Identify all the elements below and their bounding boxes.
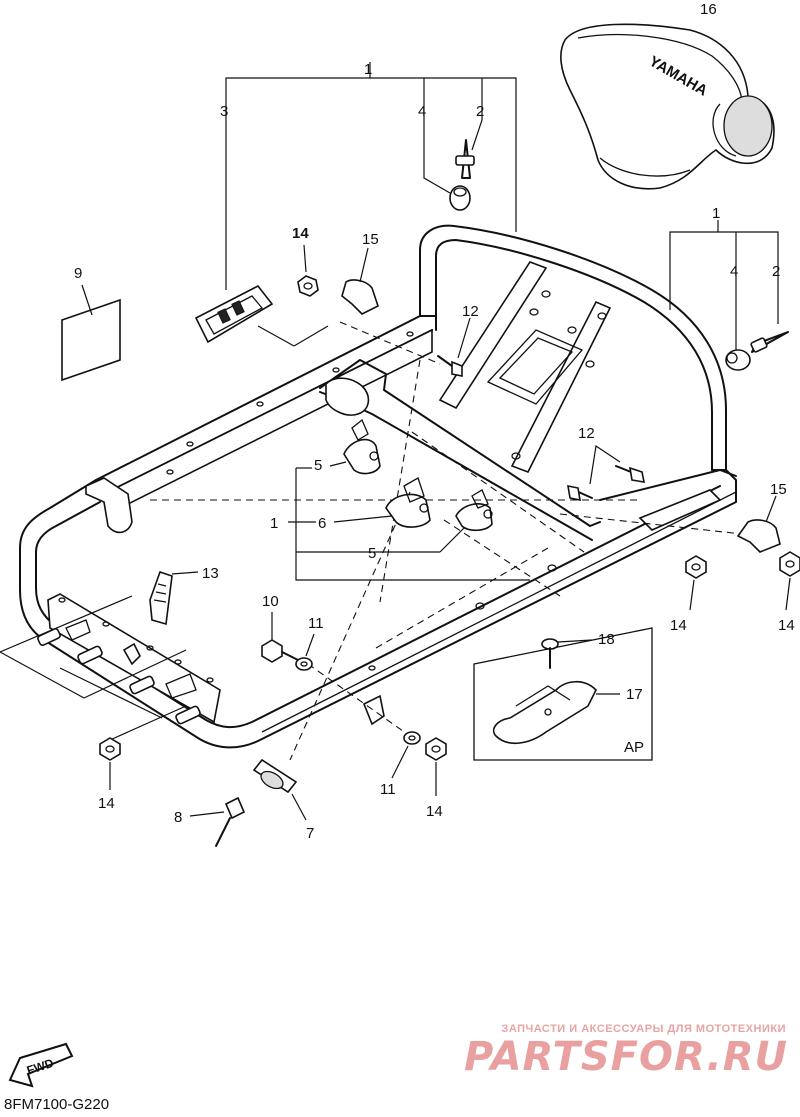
watermark-tagline: ЗАПЧАСТИ И АКСЕССУАРЫ ДЛЯ МОТОТЕХНИКИ (501, 1023, 786, 1035)
callout-4-right: 4 (730, 263, 738, 280)
callout-16: 16 (700, 1, 717, 18)
callout-17: 17 (626, 686, 643, 703)
callout-1-top: 1 (364, 61, 372, 78)
dashed-leaders (150, 321, 743, 761)
ap-label: AP (624, 739, 644, 756)
callout-5-b: 5 (368, 545, 376, 562)
rivet-pin-top (455, 139, 475, 179)
switch-plate (194, 284, 329, 347)
bracket-17 (492, 680, 620, 744)
fastener-13 (149, 570, 199, 626)
watermark-logo: PARTSFOR.RU (463, 1034, 788, 1080)
callout-8: 8 (174, 809, 182, 826)
bolt-12-b (567, 444, 646, 502)
callout-14-b: 14 (670, 617, 687, 634)
fwd-arrow-icon: FWD (8, 1042, 74, 1088)
callout-13: 13 (202, 565, 219, 582)
callout-1-left: 1 (270, 515, 278, 532)
clip-top (341, 247, 379, 315)
callout-5-a: 5 (314, 457, 322, 474)
callout-14-e: 14 (426, 803, 443, 820)
nut-bottom-right (425, 737, 447, 796)
screw-18 (541, 638, 593, 669)
callout-2-top: 2 (476, 103, 484, 120)
ap-inset (473, 627, 653, 761)
callout-14-c: 14 (778, 617, 795, 634)
callout-1-right: 1 (712, 205, 720, 222)
callout-10: 10 (262, 593, 279, 610)
main-frame (19, 224, 737, 749)
assembly-1-bracket-top (225, 62, 517, 290)
callout-14-d: 14 (98, 795, 115, 812)
callouts: 1 3 4 2 16 14 15 9 12 1 4 2 12 15 5 1 6 … (74, 1, 795, 842)
diagram-code: 8FM7100-G220 (4, 1096, 110, 1113)
callout-7: 7 (306, 825, 314, 842)
bolt-10 (261, 612, 299, 663)
handle-hood: YAMAHA (560, 23, 775, 190)
front-studs (0, 595, 201, 741)
rivet-pin-right (750, 331, 789, 353)
nut-right-a (685, 555, 707, 611)
callout-6: 6 (318, 515, 326, 532)
washer-11-a (295, 633, 315, 671)
clamp-assembly (288, 418, 530, 581)
callout-3: 3 (220, 103, 228, 120)
callout-15-b: 15 (770, 481, 787, 498)
grommet-top (449, 185, 471, 211)
callout-12-b: 12 (578, 425, 595, 442)
callout-9: 9 (74, 265, 82, 282)
clip-right (736, 495, 781, 553)
callout-18: 18 (598, 631, 615, 648)
callout-4-top: 4 (418, 103, 426, 120)
assembly-1-bracket-right (669, 220, 789, 371)
callout-15-a: 15 (362, 231, 379, 248)
callout-2-right: 2 (772, 263, 780, 280)
callout-14-a: 14 (292, 225, 309, 242)
nut-right-b (779, 551, 800, 611)
rivet-8 (189, 796, 246, 847)
plug-7 (252, 758, 307, 821)
label-sticker (61, 284, 121, 382)
nut-bottom-left (99, 737, 121, 790)
washer-11-b (391, 731, 421, 779)
grommet-right (725, 349, 751, 371)
callout-11-b: 11 (380, 781, 396, 798)
nut-top (297, 244, 319, 297)
callout-12-a: 12 (462, 303, 479, 320)
bolt-12-a (437, 317, 471, 377)
callout-11-a: 11 (308, 615, 324, 632)
